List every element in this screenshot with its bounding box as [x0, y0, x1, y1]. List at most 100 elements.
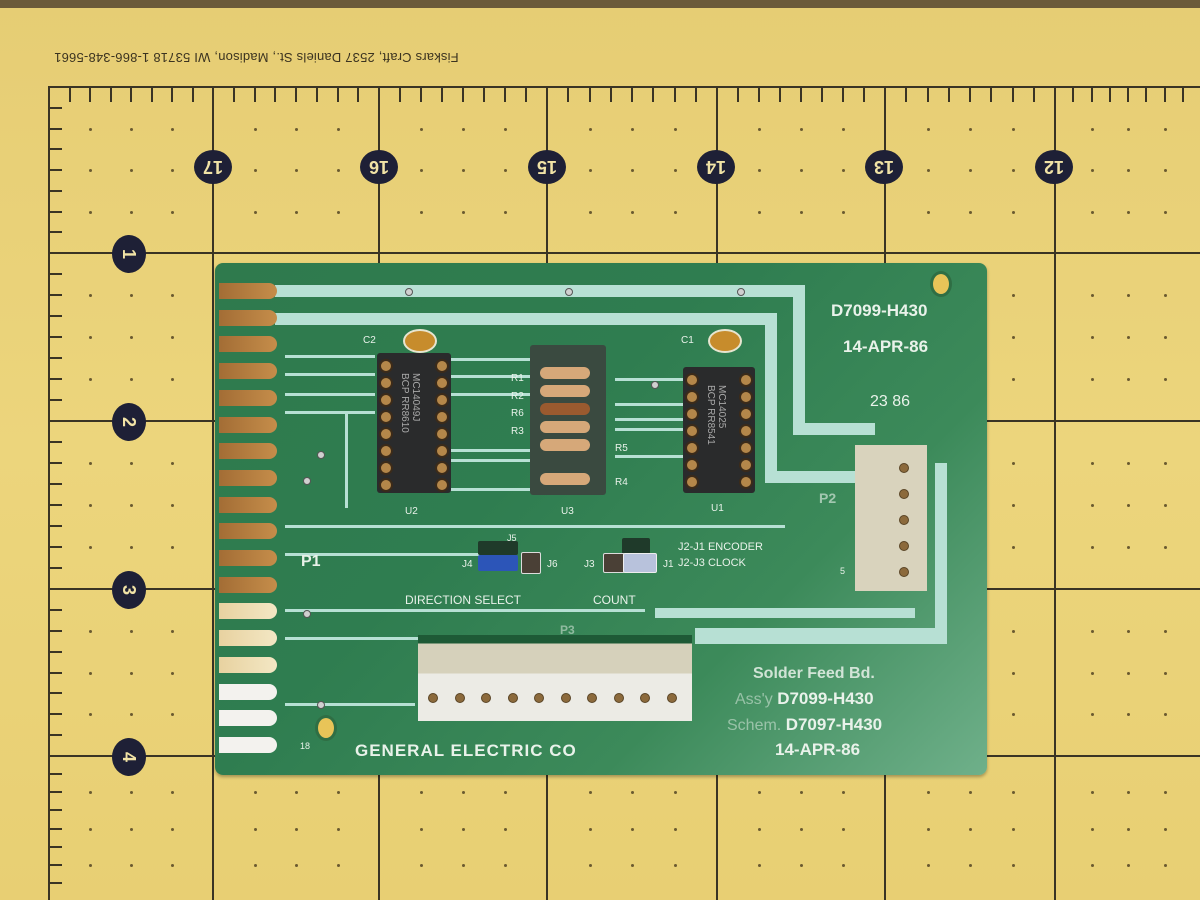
grid-dot	[926, 127, 930, 131]
ruler-tick	[48, 881, 62, 884]
grid-dot	[926, 791, 930, 795]
manufacturer-label: GENERAL ELECTRIC CO	[355, 741, 577, 760]
ic-pin	[685, 390, 699, 404]
grid-dot	[1163, 827, 1167, 831]
grid-dot	[89, 713, 92, 717]
ruler-tick	[399, 86, 401, 102]
pin	[454, 693, 465, 703]
jumper-shunt-direction[interactable]	[478, 555, 518, 571]
grid-dot	[253, 827, 257, 831]
ruler-tick	[48, 525, 62, 527]
grid-dot	[588, 827, 592, 831]
jumper-pins	[603, 553, 625, 573]
grid-dot	[800, 827, 803, 831]
ruler-tick	[253, 86, 256, 102]
ic-pin	[739, 407, 753, 421]
r3-label: R3	[511, 426, 524, 437]
grid-dot	[1163, 791, 1167, 795]
grid-dot	[1163, 629, 1167, 633]
ruler-tick	[905, 86, 908, 102]
clock-label: J2-J3 CLOCK	[678, 557, 746, 569]
p3-label: P3	[560, 623, 575, 637]
grid-dot	[504, 827, 507, 831]
grid-line	[48, 86, 1200, 88]
grid-dot	[253, 169, 257, 172]
edge-finger	[219, 496, 277, 513]
pin	[587, 693, 597, 703]
pin	[481, 693, 491, 703]
part-number-label: D7099-H430	[831, 301, 928, 320]
grid-dot	[673, 863, 677, 867]
grid-dot	[588, 210, 592, 214]
trace	[793, 285, 805, 435]
trace	[777, 471, 857, 483]
grid-dot	[1011, 462, 1015, 465]
trace	[285, 703, 415, 706]
ruler-tick	[1090, 86, 1093, 102]
r2-label: R2	[511, 391, 524, 402]
grid-dot	[130, 169, 133, 172]
ruler-tick	[48, 608, 62, 611]
resistor-r1	[540, 367, 590, 379]
pin	[534, 693, 544, 703]
grid-dot	[420, 210, 423, 214]
r6-label: R6	[511, 408, 524, 419]
mat-edge	[0, 0, 1200, 8]
grid-dot	[1127, 462, 1130, 465]
grid-dot	[1127, 169, 1130, 172]
edge-finger	[219, 603, 277, 620]
ruler-number-17: 17	[194, 150, 232, 184]
grid-dot	[1127, 827, 1130, 831]
pin	[507, 693, 518, 703]
grid-dot	[1163, 336, 1167, 339]
grid-dot	[1163, 671, 1167, 675]
ic-pin	[739, 373, 753, 387]
grid-dot	[673, 169, 677, 172]
grid-dot	[1090, 863, 1094, 867]
jumper-shunt-count[interactable]	[623, 553, 657, 573]
ruler-tick	[48, 231, 62, 234]
grid-dot	[130, 336, 133, 339]
ruler-number-1: 1	[112, 235, 146, 273]
ruler-tick	[48, 189, 62, 192]
u1-label: U1	[711, 503, 724, 514]
grid-dot	[588, 863, 592, 867]
grid-dot	[130, 671, 133, 675]
grid-dot	[1011, 863, 1015, 867]
ruler-tick	[48, 315, 62, 317]
p2-label: P2	[819, 490, 837, 506]
ruler-tick	[48, 773, 62, 776]
grid-dot	[969, 210, 972, 214]
grid-dot	[171, 863, 174, 867]
ruler-number-4: 4	[112, 738, 146, 776]
trace	[445, 393, 535, 396]
grid-dot	[130, 713, 133, 717]
grid-dot	[504, 127, 507, 131]
resistor-r6	[540, 403, 590, 415]
grid-dot	[588, 169, 592, 172]
grid-dot	[1163, 504, 1167, 507]
grid-dot	[588, 127, 592, 131]
ruler-tick	[483, 86, 485, 102]
grid-dot	[926, 863, 930, 867]
capacitor-c1	[708, 329, 742, 353]
grid-dot	[130, 210, 133, 214]
ruler-tick	[48, 713, 62, 716]
ruler-number-14: 14	[697, 150, 735, 184]
grid-dot	[171, 462, 174, 465]
ruler-number-16: 16	[360, 150, 398, 184]
r1-label: R1	[511, 373, 524, 384]
ic-pin	[739, 458, 753, 472]
ruler-tick	[48, 483, 62, 485]
grid-dot	[336, 863, 340, 867]
date-label: 14-APR-86	[843, 337, 929, 356]
grid-dot	[1127, 713, 1130, 717]
ruler-tick	[48, 827, 62, 830]
trace	[445, 358, 535, 361]
grid-dot	[842, 791, 845, 795]
count-label: COUNT	[593, 593, 636, 607]
grid-dot	[673, 791, 677, 795]
ruler-tick	[821, 86, 823, 102]
